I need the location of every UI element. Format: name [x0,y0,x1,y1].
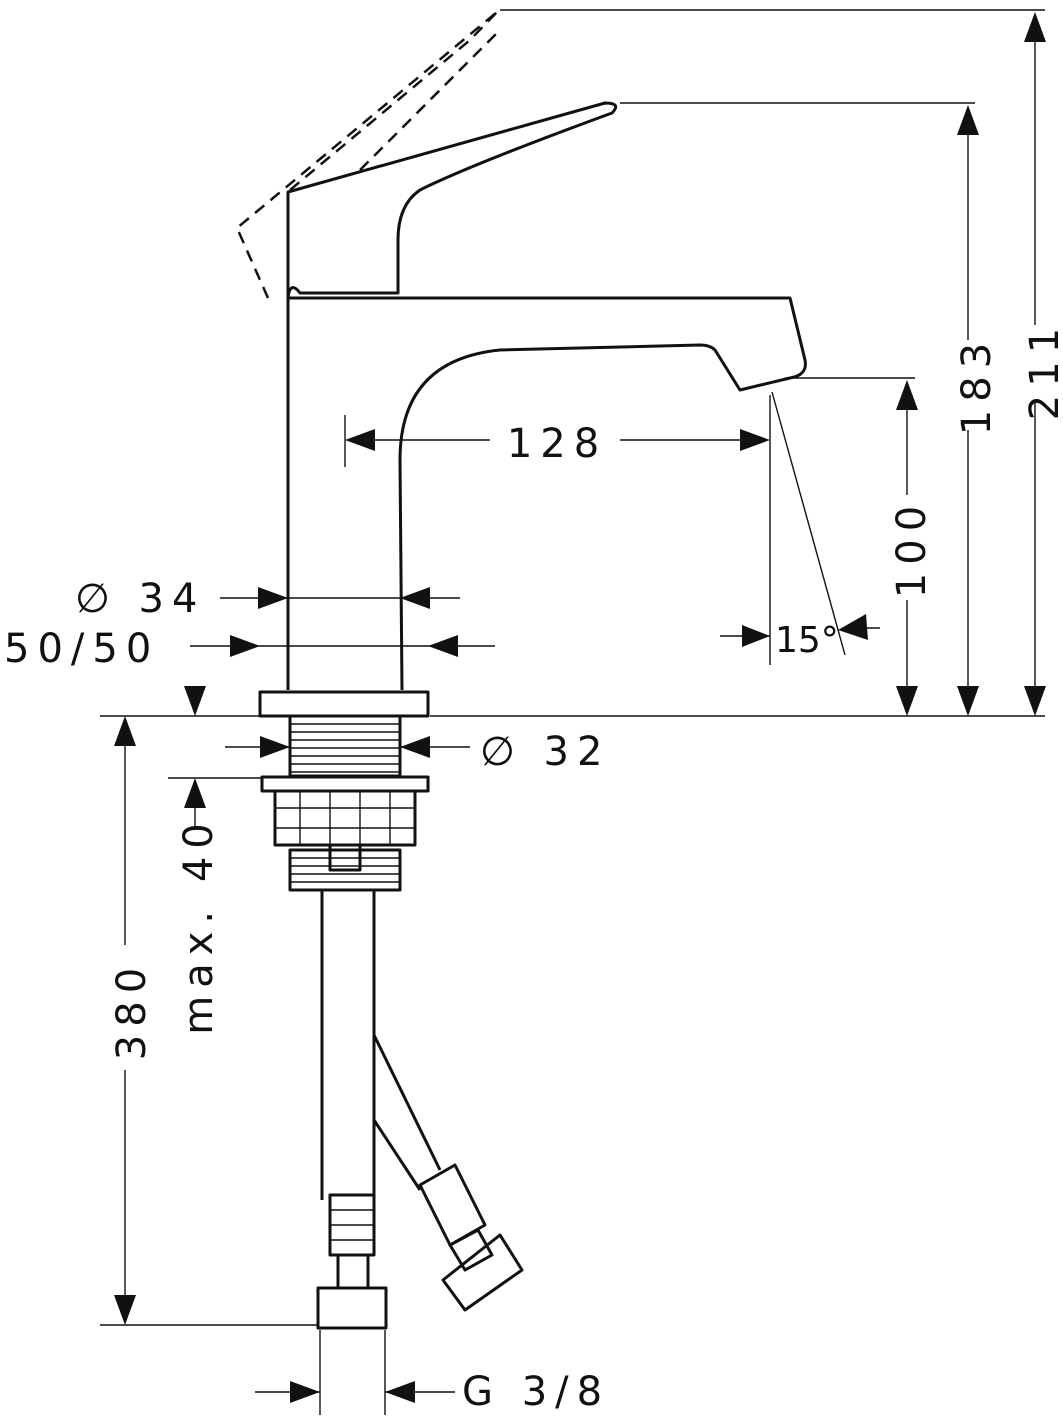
lever-open-position-dashed [235,11,501,299]
label-connection: G 3/8 [462,1369,610,1415]
label-hose-length: 380 [109,960,155,1060]
supply-hoses [316,890,524,1330]
label-max-thickness: max. 40 [176,815,222,1034]
label-thread-diameter: ∅ 32 [480,729,610,775]
label-cartridge: 50/50 [4,626,159,672]
label-height-lever: 183 [954,335,1000,435]
dimension-arrows [114,12,1046,1403]
base-flange [258,690,430,718]
mounting-thread [260,714,430,892]
dimension-lines [100,9,1045,1415]
label-angle: 15° [775,620,839,661]
label-body-diameter: ∅ 34 [75,576,205,622]
faucet-body-spout [286,296,807,691]
label-spout-height: 100 [889,498,935,598]
lever [286,101,618,299]
label-height-total: 211 [1022,320,1063,420]
label-spout-reach: 128 [507,421,607,467]
